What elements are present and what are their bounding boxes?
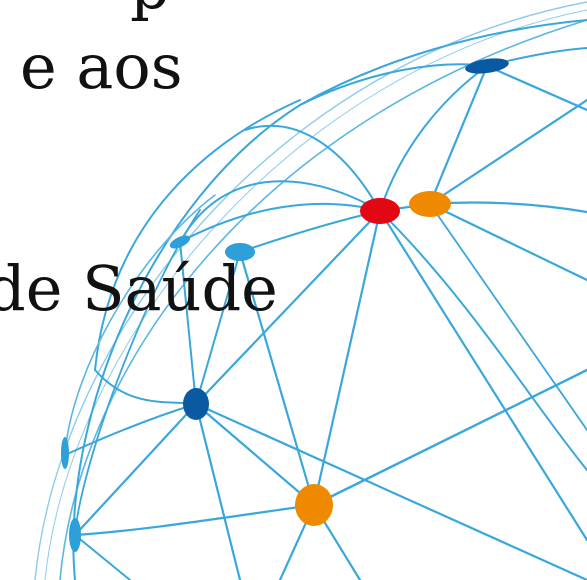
network-edge (195, 251, 241, 405)
node-light-blue-bottom-left (69, 518, 81, 552)
network-edge (428, 202, 587, 282)
network-edge (378, 209, 587, 542)
globe-latitude (179, 180, 381, 243)
heading-line-top-fragment: p (130, 0, 170, 18)
node-light-blue (225, 243, 255, 261)
network-edge (428, 64, 489, 206)
globe-meridian (72, 19, 587, 580)
globe-outline-arc (34, 1, 587, 580)
network-edge (194, 402, 316, 507)
globe-latitude (428, 201, 587, 214)
globe-latitude (179, 202, 381, 243)
globe-outline-arc (59, 19, 587, 580)
network-edge (428, 98, 587, 206)
network-edge (74, 534, 131, 580)
node-orange-top (409, 191, 451, 217)
node-dark-blue-top (465, 58, 509, 74)
network-edge (194, 402, 587, 580)
network-edge (312, 368, 587, 507)
network-edge (312, 209, 382, 507)
globe-meridian (94, 99, 301, 371)
heading-line-2: e aos (20, 30, 183, 103)
globe-outline-arc (44, 9, 587, 580)
globe-meridian (64, 194, 216, 456)
network-edge (379, 210, 587, 471)
network-edge (73, 402, 198, 537)
network-edge (485, 64, 587, 112)
globe-latitude (244, 124, 381, 212)
network-edge (194, 209, 382, 406)
node-dark-blue-center (183, 388, 209, 420)
network-edge (429, 203, 587, 431)
heading-line-3: de Saúde (0, 252, 278, 325)
globe-meridian (74, 209, 201, 536)
globe-latitude (73, 503, 316, 537)
network-edge (194, 402, 242, 580)
network-edge (179, 241, 197, 405)
node-orange-bottom (295, 484, 333, 526)
node-light-blue-left (61, 437, 69, 469)
network-edge (238, 250, 316, 507)
node-light-blue-small (169, 235, 191, 249)
node-red (360, 198, 400, 224)
globe-latitude (379, 65, 488, 212)
